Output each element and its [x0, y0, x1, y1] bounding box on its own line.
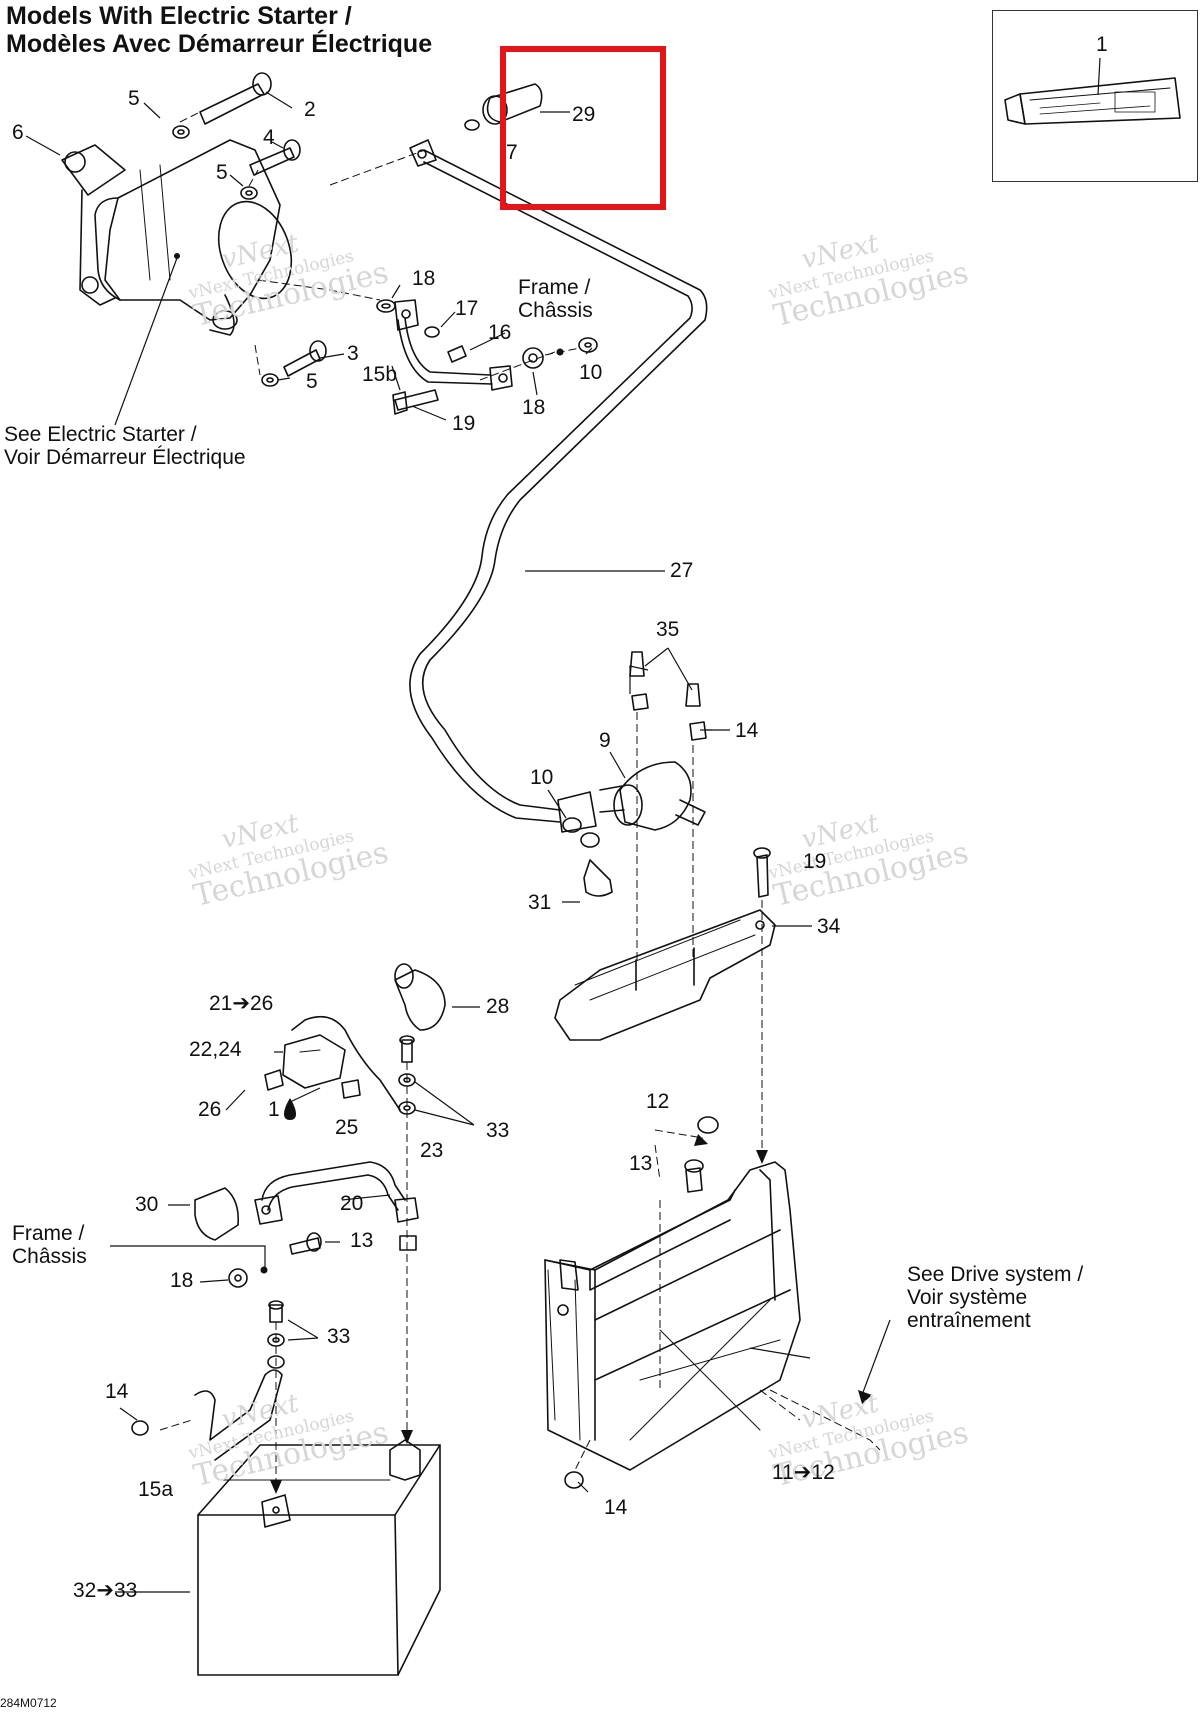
cable-20	[254, 1161, 419, 1225]
boot-28	[394, 963, 446, 1031]
callout-4: 4	[263, 126, 275, 149]
callout-7: 7	[506, 141, 518, 164]
strap-15a	[131, 1369, 283, 1461]
callout-17: 17	[455, 297, 479, 320]
cable-27	[409, 83, 708, 833]
callout-13: 13	[350, 1229, 374, 1252]
callout-10: 10	[579, 361, 603, 384]
callout-5: 5	[306, 370, 318, 393]
callout-25: 25	[335, 1116, 359, 1139]
callout-16: 16	[488, 321, 512, 344]
battery-box	[544, 1116, 801, 1489]
callout-33: 33	[327, 1325, 351, 1348]
callout-15a: 15a	[138, 1478, 174, 1501]
callout-13: 13	[629, 1152, 653, 1175]
boot-30	[194, 1187, 240, 1241]
fuse-holder	[264, 1015, 401, 1111]
solenoid-9	[562, 761, 706, 897]
callout-15b: 15b	[362, 363, 398, 386]
battery	[197, 1439, 441, 1676]
note-frame-top: Frame /Châssis	[518, 276, 593, 322]
callout-18: 18	[170, 1269, 194, 1292]
callout-33: 33	[486, 1119, 510, 1142]
callout-14: 14	[604, 1496, 628, 1519]
bracket-34	[554, 847, 776, 1041]
callout-6: 6	[12, 121, 24, 144]
electric-starter	[61, 139, 293, 336]
callout-19: 19	[452, 412, 476, 435]
starter-bolts	[199, 72, 327, 377]
callout-1: 1	[268, 1098, 280, 1121]
callout-3: 3	[347, 342, 359, 365]
callout-2: 2	[304, 98, 316, 121]
callout-1: 1	[1096, 33, 1108, 56]
callout-11-12: 11➔12	[772, 1461, 835, 1484]
callout-32-33: 32➔33	[73, 1579, 138, 1602]
washers-5	[172, 125, 279, 387]
callout-9: 9	[599, 729, 611, 752]
callout-10: 10	[530, 766, 554, 789]
callout-34: 34	[817, 915, 841, 938]
callout-21-26: 21➔26	[209, 992, 274, 1015]
callout-31: 31	[528, 891, 552, 914]
callout-28: 28	[486, 995, 510, 1018]
oil-drop-icon	[284, 1098, 296, 1120]
callout-19: 19	[803, 850, 827, 873]
boots-35	[629, 651, 707, 741]
inset-box	[992, 10, 1198, 182]
callout-20: 20	[340, 1192, 364, 1215]
callout-27: 27	[670, 559, 694, 582]
callout-5: 5	[128, 87, 140, 110]
callout-12: 12	[646, 1090, 670, 1113]
callout-14: 14	[735, 719, 759, 742]
note-see-electric-starter: See Electric Starter /Voir Démarreur Éle…	[4, 423, 246, 469]
callout-5: 5	[216, 161, 228, 184]
callout-23: 23	[420, 1139, 444, 1162]
bolt-13-bottom	[228, 1232, 322, 1369]
callout-29: 29	[572, 103, 596, 126]
callout-14: 14	[105, 1380, 129, 1403]
starter-cable-15b	[394, 299, 513, 391]
diagram-title-fr: Modèles Avec Démarreur Électrique	[6, 30, 433, 58]
note-frame-bottom: Frame /Châssis	[12, 1222, 87, 1268]
diagram-title-en: Models With Electric Starter /	[6, 2, 352, 30]
callout-18: 18	[412, 267, 436, 290]
highlight-box	[500, 46, 666, 210]
callout-22-24: 22,24	[189, 1038, 242, 1061]
diagram-code: 284M0712	[0, 1696, 57, 1710]
callout-35: 35	[656, 618, 680, 641]
callout-30: 30	[135, 1193, 159, 1216]
grease-tube-icon	[1004, 77, 1181, 125]
callout-26: 26	[198, 1098, 222, 1121]
callout-18: 18	[522, 396, 546, 419]
